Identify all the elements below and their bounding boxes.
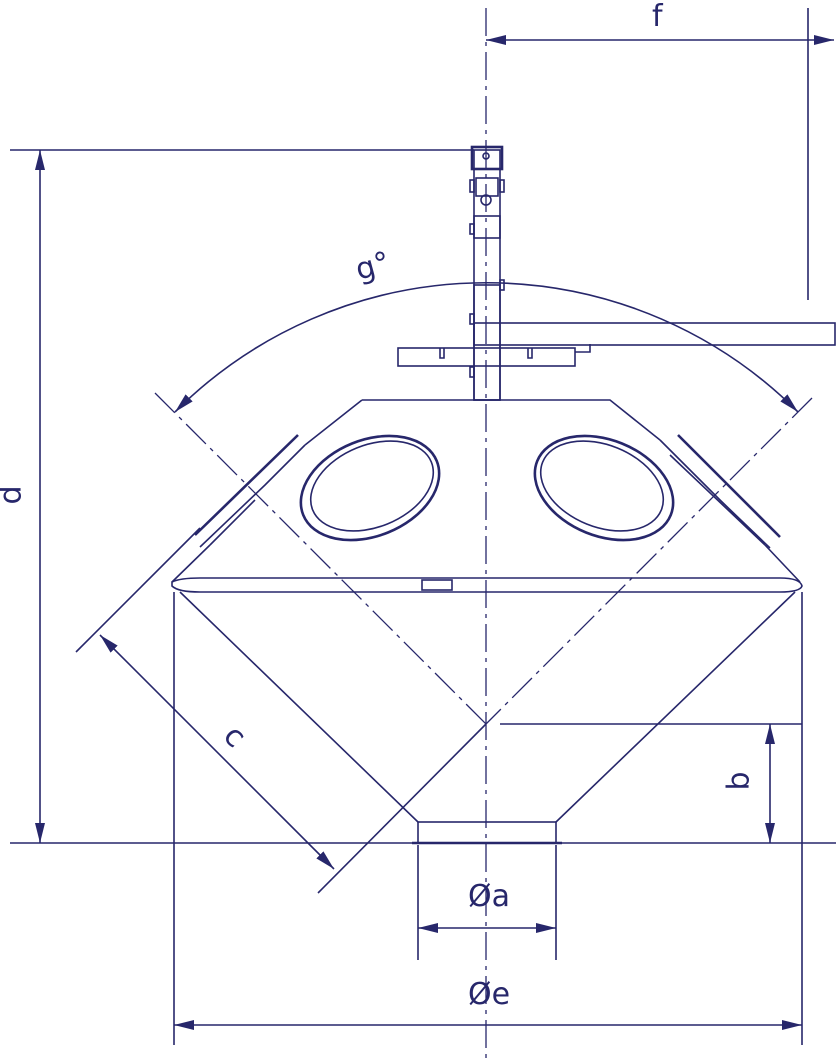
label-e: Øe [468,977,511,1012]
dimension-g-arc [174,281,799,413]
dimension-c [99,634,335,870]
label-g: g° [351,245,394,288]
lower-cone [179,591,796,823]
c-extension-line [317,723,487,894]
right-port [533,434,675,542]
right-nozzle-axis [485,397,813,725]
drive-shaft [469,145,505,401]
left-nozzle-axis [154,392,487,725]
label-d: d [0,485,29,504]
label-a: Øa [468,879,510,914]
left-nozzle [194,434,306,548]
rim-clamp [421,579,453,591]
rim [171,577,803,593]
right-nozzle [659,434,781,549]
c-extension-line-top [75,527,201,653]
mounting-plate [397,344,591,367]
label-f: f [652,0,663,34]
label-b: b [721,771,757,791]
left-port [299,434,441,542]
arm [473,322,836,346]
outlet [417,821,557,844]
